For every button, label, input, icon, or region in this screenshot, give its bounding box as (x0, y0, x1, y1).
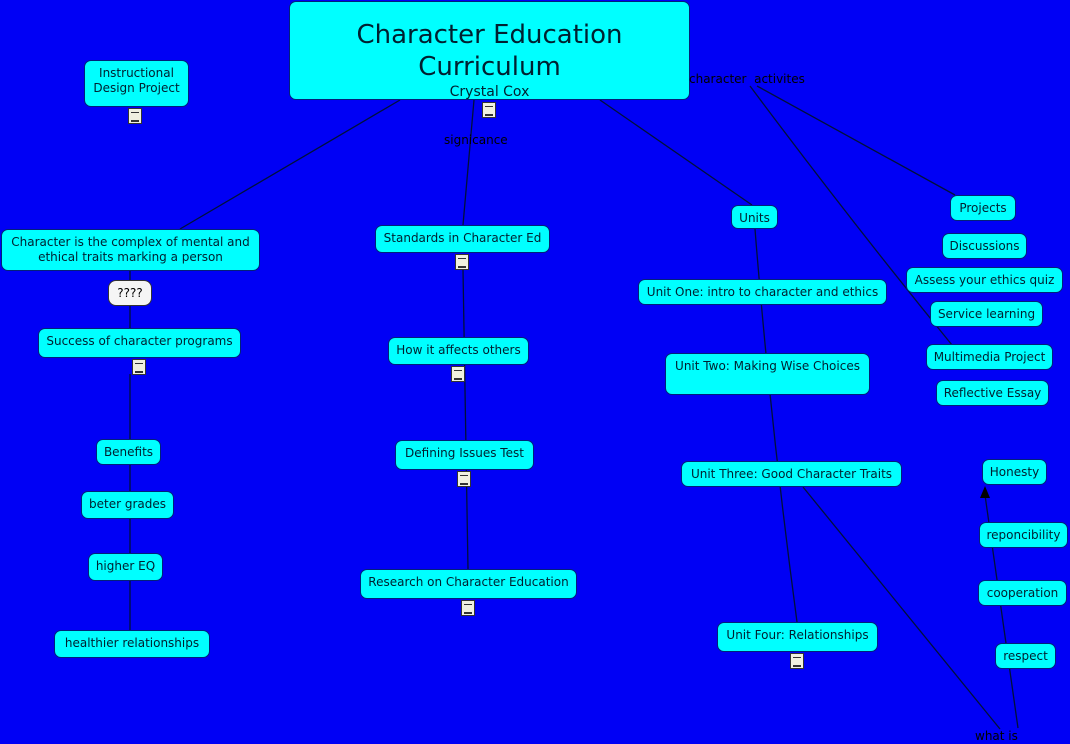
document-icon[interactable] (132, 359, 146, 375)
node-respect[interactable]: respect (995, 643, 1056, 669)
node-label: reponcibility (986, 528, 1061, 542)
document-icon[interactable] (451, 366, 465, 382)
node-label: healthier relationships (64, 636, 200, 650)
node-cooperation[interactable]: cooperation (978, 580, 1067, 606)
link-title-standards (462, 99, 475, 226)
node-honesty[interactable]: Honesty (982, 459, 1047, 485)
node-label: Character is the complex of mental and e… (11, 235, 250, 264)
node-label: Unit Two: Making Wise Choices (675, 359, 860, 373)
node-label: Unit Four: Relationships (726, 628, 869, 642)
node-label: Reflective Essay (943, 386, 1042, 400)
node-label: Standards in Character Ed (383, 231, 542, 245)
node-label: Discussions (949, 239, 1020, 253)
node-label: Instructional Design Project (93, 66, 180, 95)
document-icon[interactable] (457, 471, 471, 487)
node-assess-quiz[interactable]: Assess your ethics quiz (906, 267, 1063, 293)
document-icon[interactable] (128, 108, 142, 124)
node-unit-one[interactable]: Unit One: intro to character and ethics (638, 279, 887, 305)
link-label-significance: signicance (444, 133, 508, 147)
node-label: Assess your ethics quiz (914, 273, 1055, 287)
link-activities-projects (756, 85, 956, 196)
node-label: Units (739, 211, 770, 225)
link-standards-research (462, 269, 469, 570)
node-instructional-design[interactable]: Instructional Design Project (84, 60, 189, 107)
node-success[interactable]: Success of character programs (38, 328, 241, 358)
node-standards[interactable]: Standards in Character Ed (375, 225, 550, 253)
node-defining-issues-test[interactable]: Defining Issues Test (395, 440, 534, 470)
node-label: cooperation (986, 586, 1059, 600)
node-how-it-affects[interactable]: How it affects others (388, 337, 529, 365)
node-unit-three[interactable]: Unit Three: Good Character Traits (681, 461, 902, 487)
node-label: Success of character programs (46, 334, 233, 348)
node-responsibility[interactable]: reponcibility (979, 522, 1068, 548)
node-label: Defining Issues Test (405, 446, 524, 460)
node-label: Multimedia Project (933, 350, 1046, 364)
node-label: higher EQ (95, 559, 156, 573)
link-label-what-is: what is (975, 729, 1018, 743)
node-reflective-essay[interactable]: Reflective Essay (936, 380, 1049, 406)
node-label: How it affects others (396, 343, 521, 357)
document-icon[interactable] (790, 653, 804, 669)
link-title-units (599, 99, 753, 206)
map-author: Crystal Cox (449, 83, 530, 100)
document-icon[interactable] (482, 102, 496, 118)
link-title-character (179, 99, 401, 230)
node-label: Benefits (103, 445, 154, 459)
question-bubble[interactable]: ???? (108, 280, 152, 306)
node-research[interactable]: Research on Character Education (360, 569, 577, 599)
node-label: Research on Character Education (368, 575, 569, 589)
link-activities-multimedia (749, 85, 953, 346)
node-projects[interactable]: Projects (950, 195, 1016, 221)
node-healthier-relationships[interactable]: healthier relationships (54, 630, 210, 658)
document-icon[interactable] (461, 600, 475, 616)
link-unit3-whatis (802, 486, 1001, 730)
node-label: Projects (959, 201, 1007, 215)
node-character-definition[interactable]: Character is the complex of mental and e… (1, 229, 260, 271)
node-better-grades[interactable]: beter grades (81, 491, 174, 519)
node-discussions[interactable]: Discussions (942, 233, 1027, 259)
node-label: Unit One: intro to character and ethics (646, 285, 879, 299)
node-label: Service learning (937, 307, 1036, 321)
node-higher-eq[interactable]: higher EQ (88, 553, 163, 581)
node-label: respect (1003, 649, 1048, 663)
node-label: Unit Three: Good Character Traits (690, 467, 893, 481)
document-icon[interactable] (455, 254, 469, 270)
title-node[interactable]: Character Education Curriculum Crystal C… (289, 1, 690, 100)
arrowhead (980, 486, 990, 498)
node-benefits[interactable]: Benefits (96, 439, 161, 465)
link-label-activities: character activites (689, 72, 805, 86)
node-multimedia-project[interactable]: Multimedia Project (926, 344, 1053, 370)
node-unit-four[interactable]: Unit Four: Relationships (717, 622, 878, 652)
node-service-learning[interactable]: Service learning (930, 301, 1043, 327)
node-unit-two[interactable]: Unit Two: Making Wise Choices (665, 353, 870, 395)
node-units[interactable]: Units (731, 205, 778, 229)
node-label: beter grades (89, 497, 166, 511)
node-label: Honesty (989, 465, 1040, 479)
map-title: Character Education Curriculum (356, 19, 623, 82)
